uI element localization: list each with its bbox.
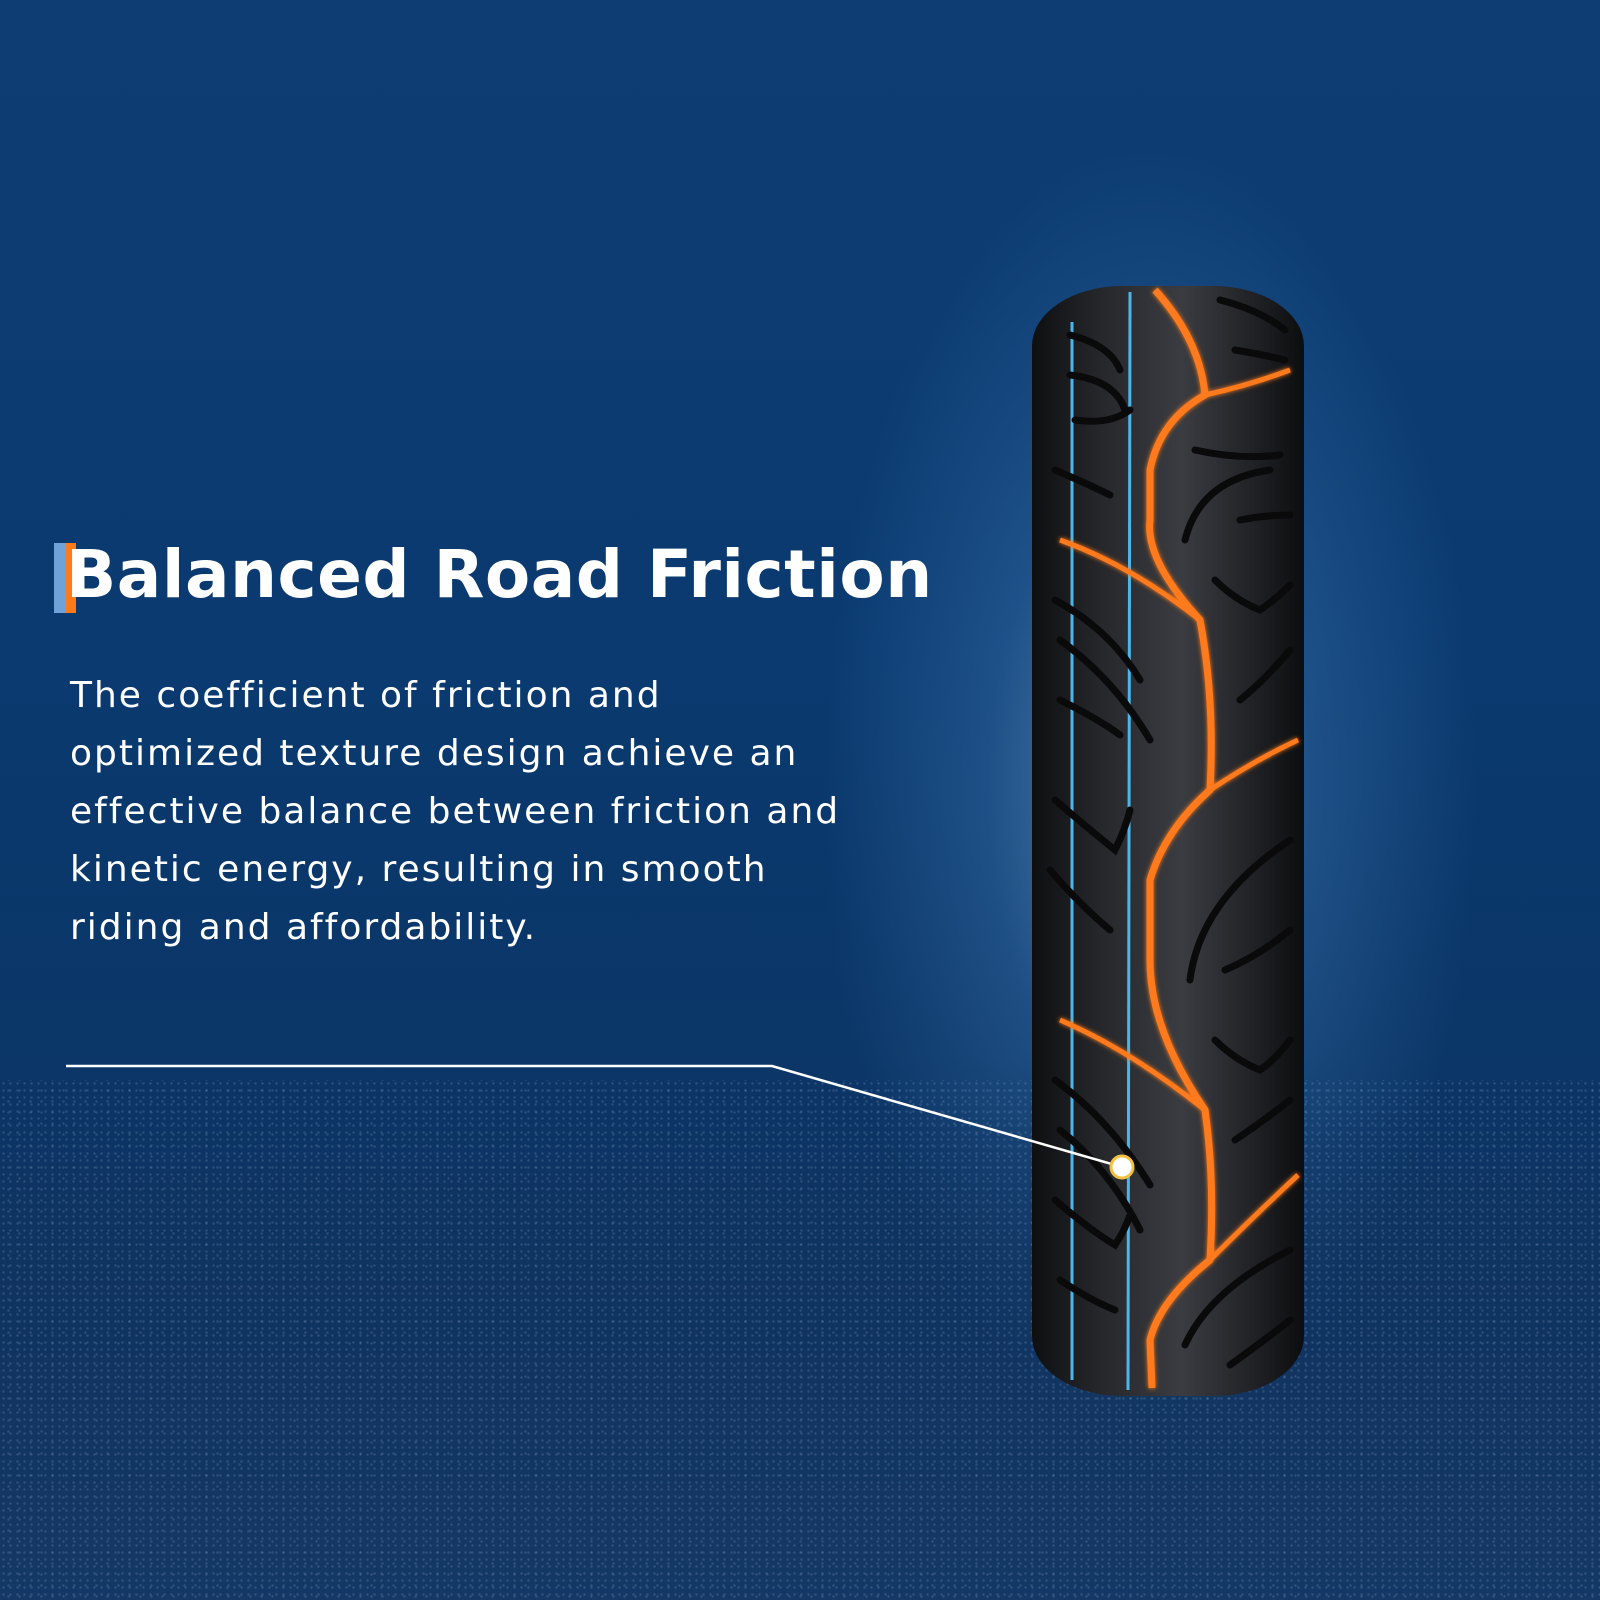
- callout-point-icon: [1109, 1154, 1135, 1180]
- floor-texture: [0, 1080, 1600, 1600]
- tire-groove-orange: [1059, 287, 1300, 1389]
- tire-tread-cuts: [1046, 296, 1294, 1369]
- title-accent-blue: [54, 543, 66, 613]
- callout-line: [66, 1064, 1123, 1169]
- title-accent-orange: [66, 543, 76, 613]
- feature-description: The coefficient of friction and optimize…: [70, 675, 841, 948]
- feature-title: Balanced Road Friction: [66, 536, 933, 613]
- floor-gradient: [0, 1060, 1600, 1600]
- title-accent-bar-icon: [54, 543, 76, 613]
